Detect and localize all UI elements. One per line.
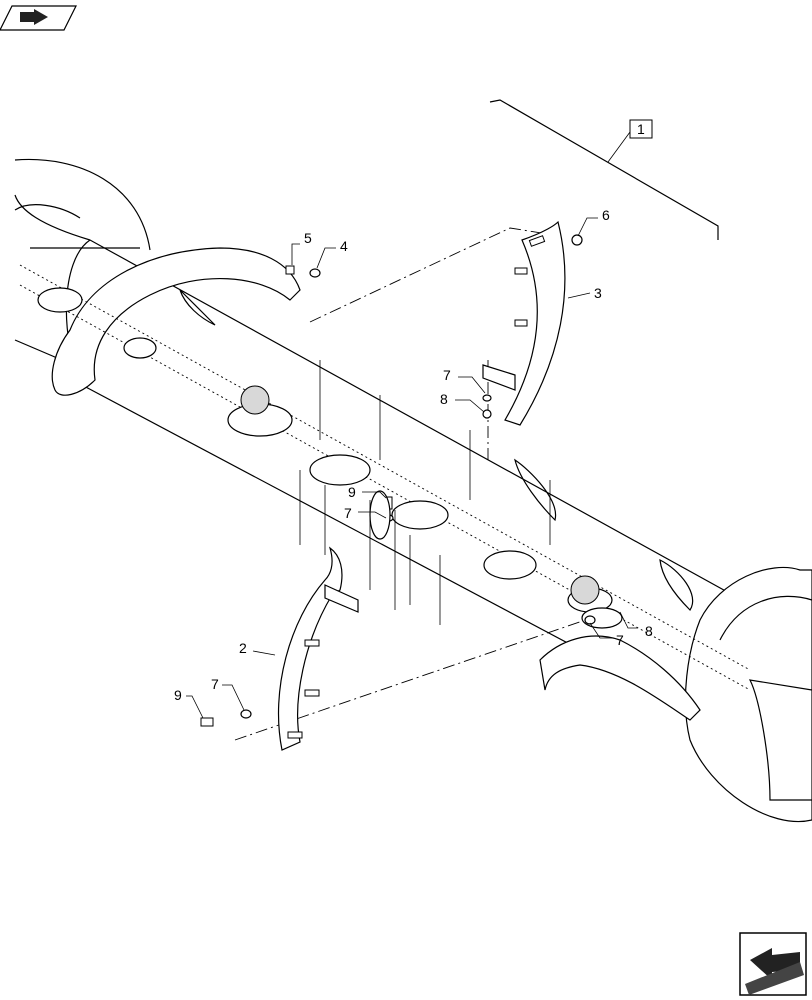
next-page-arrow-icon[interactable] — [739, 932, 807, 996]
callout-1: 1 — [637, 121, 645, 137]
callout-7b: 7 — [344, 505, 352, 521]
callout-5: 5 — [304, 230, 312, 246]
navigation-arrow-icon[interactable] — [0, 5, 77, 31]
stripper-part-3 — [482, 220, 591, 426]
left-auger-flighting — [14, 158, 301, 396]
callout-8b: 8 — [645, 623, 653, 639]
stripper-part-2 — [252, 546, 359, 751]
callout-3: 3 — [594, 285, 602, 301]
callout-7d: 7 — [211, 676, 219, 692]
callout-9b: 9 — [174, 687, 182, 703]
callouts: 1 2 3 4 5 6 7 8 9 7 7 8 9 7 — [174, 121, 653, 703]
assembly-bracket — [489, 99, 719, 240]
callout-8a: 8 — [440, 391, 448, 407]
callout-7c: 7 — [616, 632, 624, 648]
callout-7a: 7 — [443, 367, 451, 383]
callout-9a: 9 — [348, 484, 356, 500]
callout-2: 2 — [239, 640, 247, 656]
finger-assemblies — [37, 287, 613, 625]
callout-6: 6 — [602, 207, 610, 223]
right-auger-flighting — [539, 566, 812, 822]
hardware — [200, 234, 623, 727]
callout-4: 4 — [340, 238, 348, 254]
leader-lines — [186, 217, 638, 719]
